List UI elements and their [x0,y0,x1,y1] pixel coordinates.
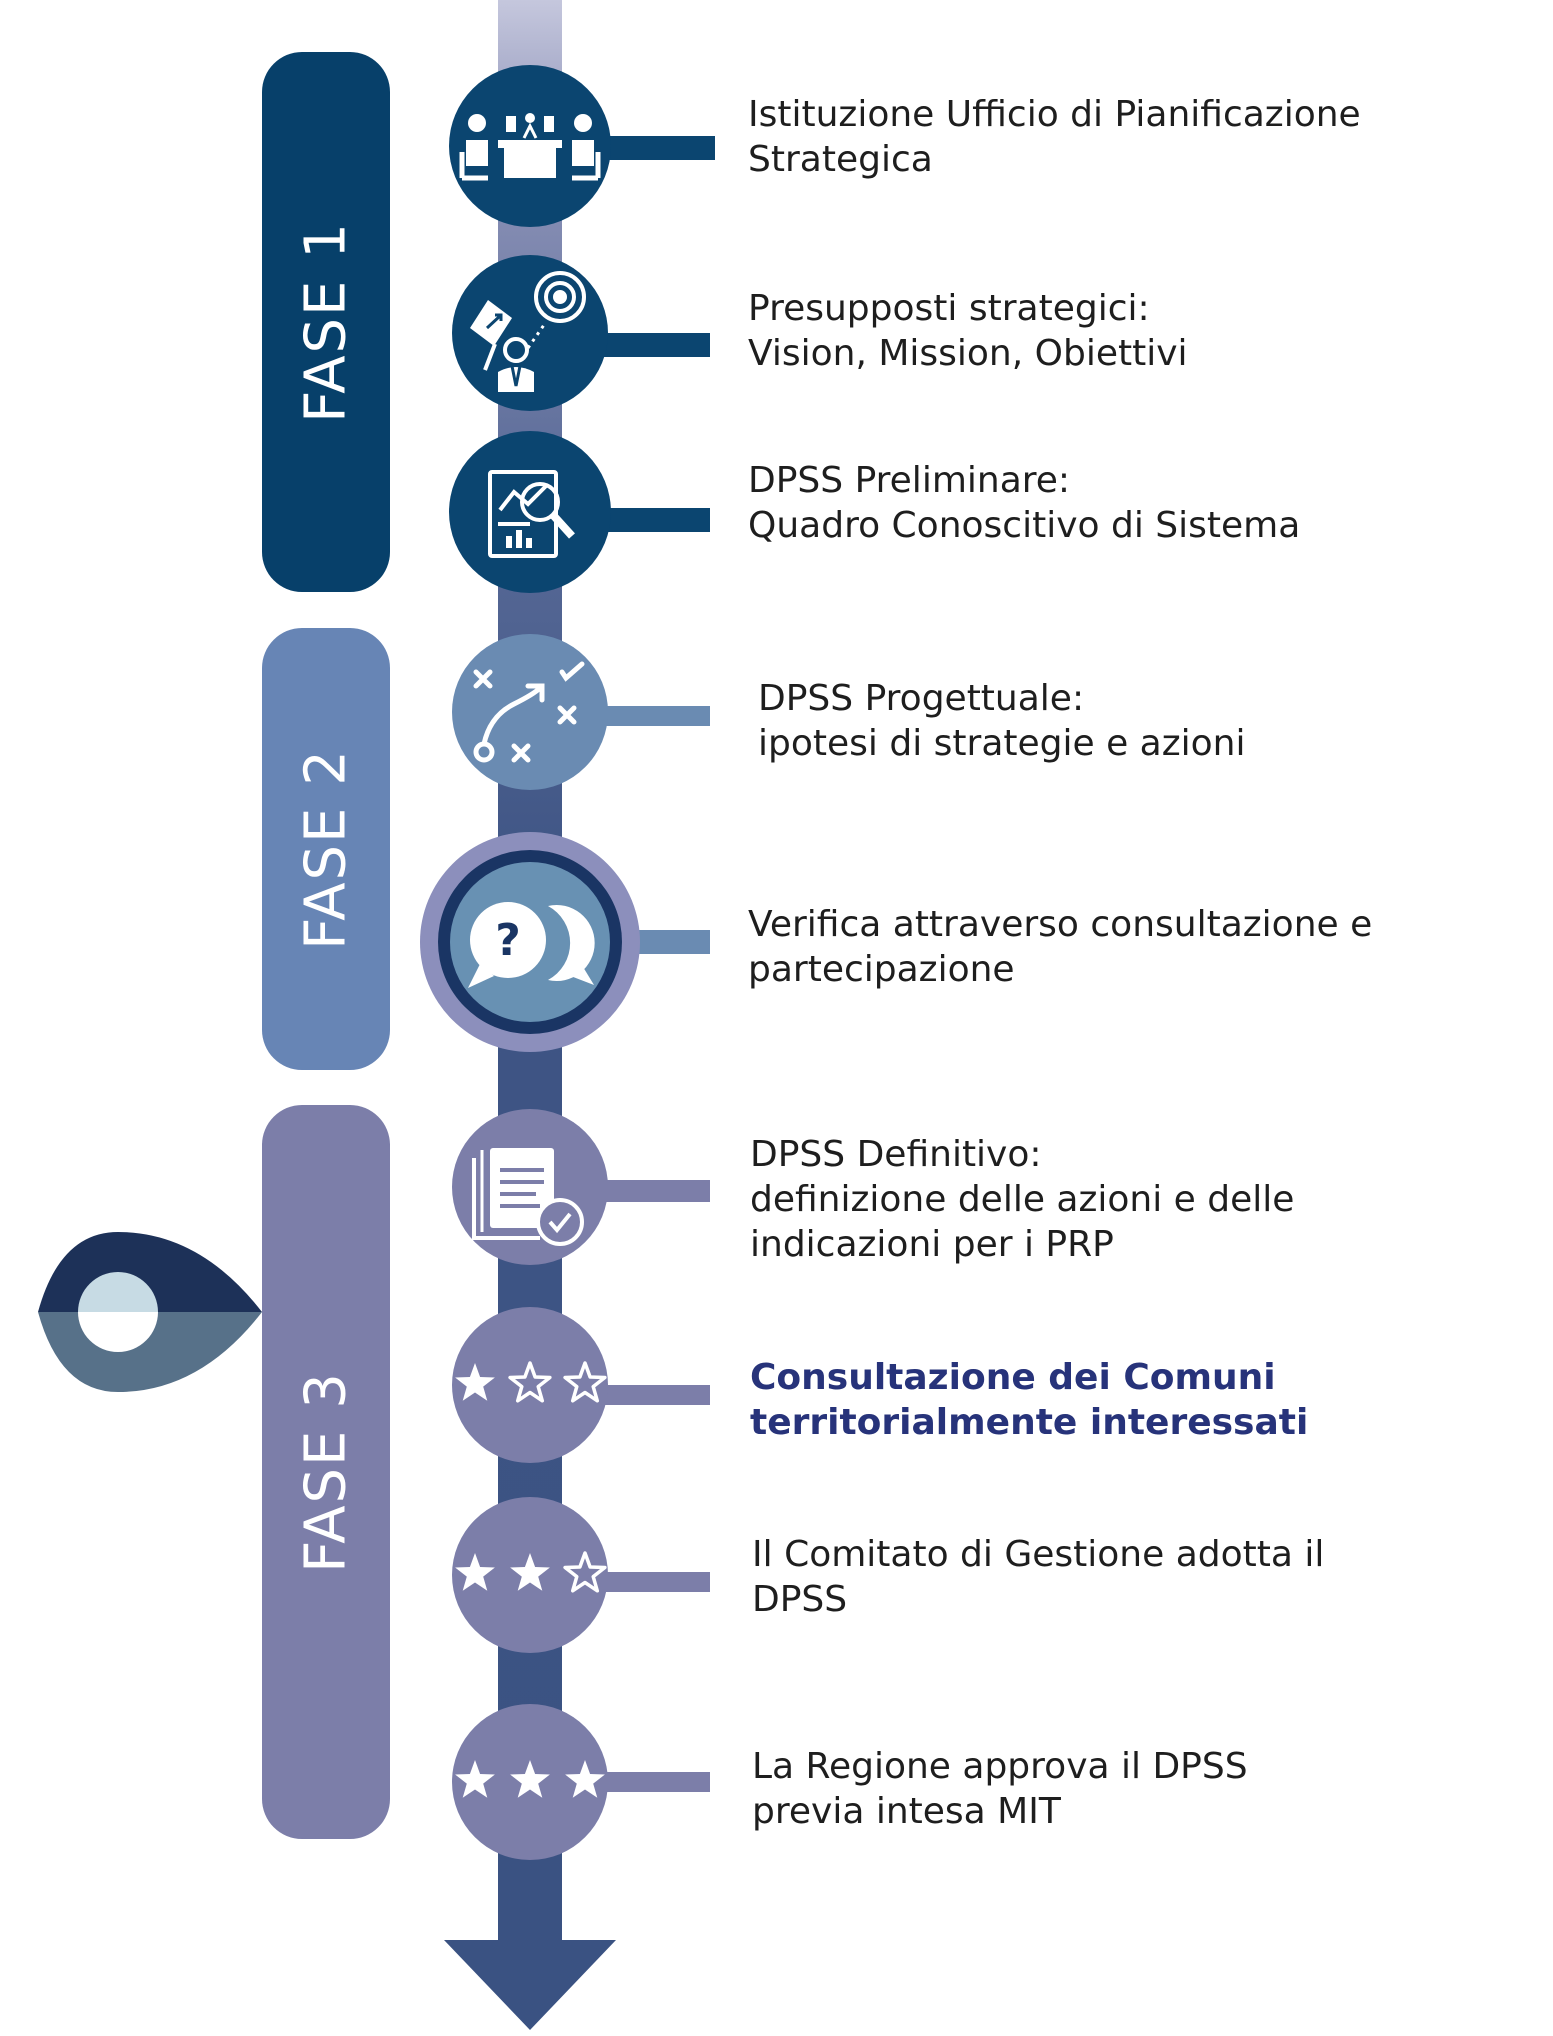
star-outline-icon [563,1551,607,1593]
step-1-node [449,65,715,227]
step-4-text: DPSS Progettuale: ipotesi di strategie e… [758,676,1518,766]
step-5-node: ? [420,832,710,1052]
step-7-text: Consultazione dei Comuni territorialment… [750,1355,1510,1445]
step-1-line-1: Istituzione Ufficio di Pianificazione [748,94,1361,135]
step-5-line-1: Verifica attraverso consultazione e [748,904,1373,945]
star-filled-icon [455,1760,495,1798]
star-filled-icon [455,1553,495,1591]
step-1-line-2: Strategica [748,139,933,180]
step-3-line-2: Quadro Conoscitivo di Sistema [748,505,1301,546]
step-4-line-1: DPSS Progettuale: [758,678,1085,719]
location-pin-icon [38,1232,262,1392]
step-9-node [452,1704,710,1860]
step-2-node [452,255,710,411]
step-5-line-2: partecipazione [748,949,1015,990]
step-8-node [452,1497,710,1653]
star-outline-icon [563,1361,607,1403]
step-6-line-1: DPSS Definitivo: [750,1134,1042,1175]
step-6-text: DPSS Definitivo: definizione delle azion… [750,1132,1510,1267]
phase-3-bar: FASE 3 [262,1105,390,1839]
step-7-line-2: territorialmente interessati [750,1402,1309,1443]
step-2-line-1: Presupposti strategici: [748,288,1150,329]
step-4-line-2: ipotesi di strategie e azioni [758,723,1246,764]
one-star-icon [455,1361,607,1403]
step-1-text: Istituzione Ufficio di Pianificazione St… [748,92,1508,182]
step-2-text: Presupposti strategici: Vision, Mission,… [748,286,1508,376]
approved-document-icon [472,1148,584,1246]
star-outline-icon [508,1361,552,1403]
two-stars-icon [455,1551,607,1593]
step-5-text: Verifica attraverso consultazione e part… [748,902,1508,992]
phase-2-label: FASE 2 [293,748,359,950]
step-8-line-2: DPSS [752,1579,848,1620]
step-9-line-2: previa intesa MIT [752,1791,1061,1832]
step-4-node [452,634,710,790]
phase-1-bar: FASE 1 [262,52,390,592]
step-3-text: DPSS Preliminare: Quadro Conoscitivo di … [748,458,1508,548]
svg-text:?: ? [495,915,521,966]
step-2-line-2: Vision, Mission, Obiettivi [748,333,1188,374]
step-3-node [449,431,710,593]
strategy-plan-icon [473,661,585,763]
star-filled-icon [565,1760,605,1798]
meeting-icon [459,113,601,181]
star-filled-icon [455,1363,495,1401]
step-9-text: La Regione approva il DPSS previa intesa… [752,1744,1512,1834]
step-7-node [452,1307,710,1463]
star-filled-icon [510,1553,550,1591]
step-6-line-3: indicazioni per i PRP [750,1224,1114,1265]
step-8-text: Il Comitato di Gestione adotta il DPSS [752,1532,1512,1622]
step-6-line-2: definizione delle azioni e delle [750,1179,1295,1220]
star-filled-icon [510,1760,550,1798]
timeline-arrow-head [444,1940,616,2030]
step-9-line-1: La Regione approva il DPSS [752,1746,1248,1787]
step-8-line-1: Il Comitato di Gestione adotta il [752,1534,1325,1575]
consultation-chat-icon: ? [468,902,595,988]
phase-2-bar: FASE 2 [262,628,390,1070]
step-7-line-1: Consultazione dei Comuni [750,1357,1276,1398]
strategy-target-icon [470,271,586,392]
report-analysis-icon [488,470,575,558]
phase-1-label: FASE 1 [293,221,359,423]
step-6-node [452,1109,710,1265]
three-stars-icon [455,1760,605,1798]
step-3-line-1: DPSS Preliminare: [748,460,1071,501]
phase-3-label: FASE 3 [293,1371,359,1573]
